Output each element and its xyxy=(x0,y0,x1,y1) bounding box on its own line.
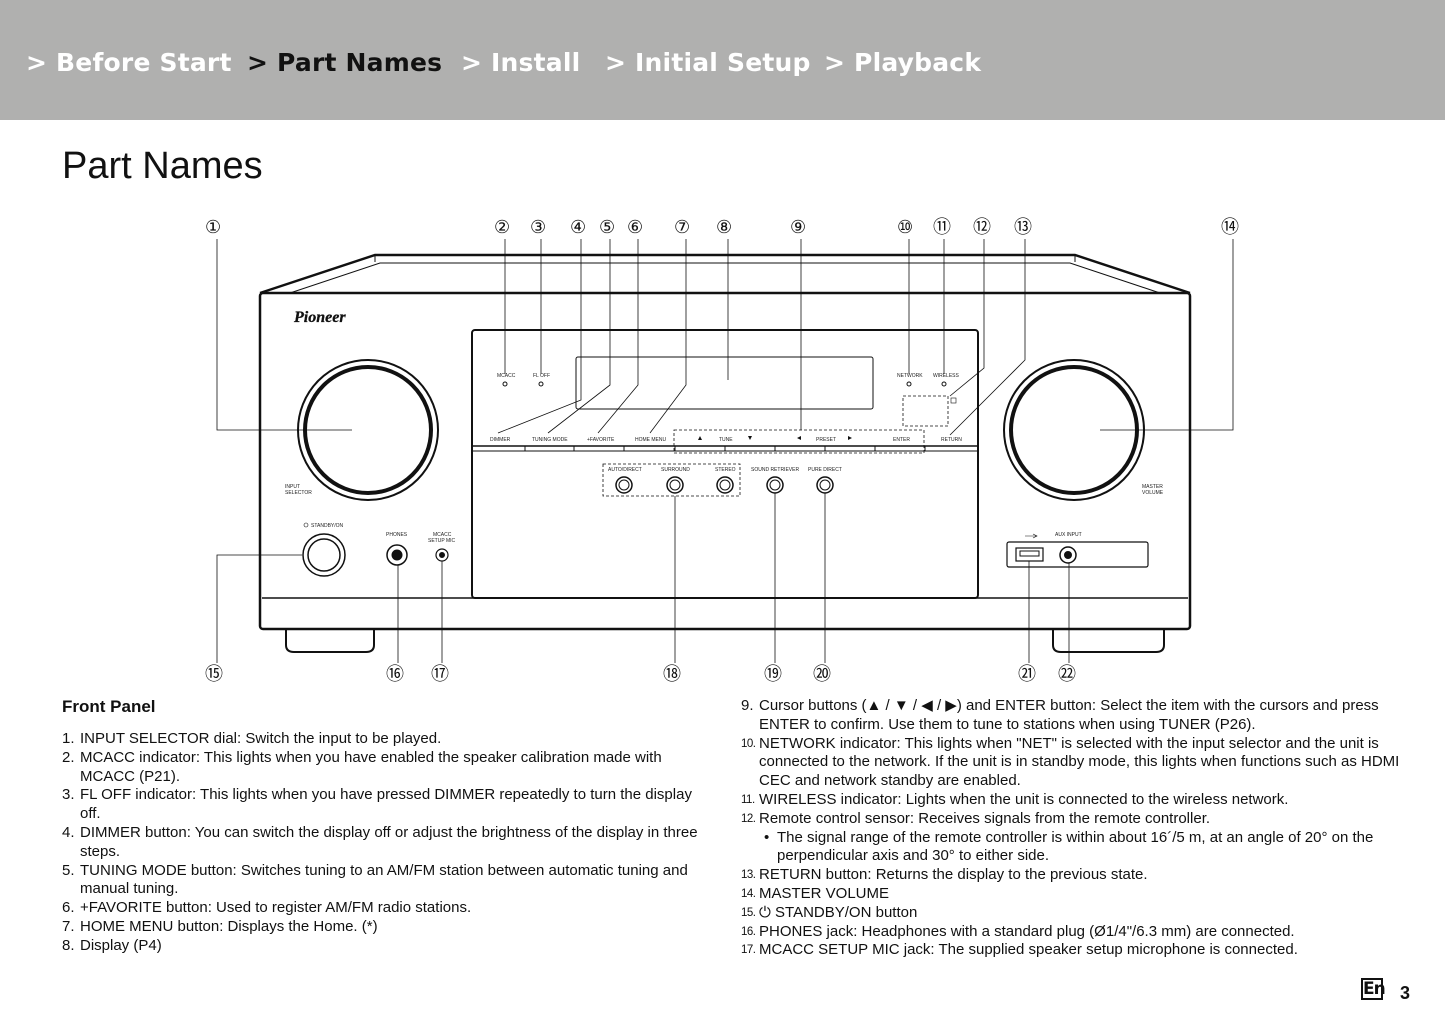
nav-playback[interactable]: > Playback xyxy=(824,48,982,77)
label-master-1: MASTER xyxy=(1142,484,1163,490)
callout-19: ⑲ xyxy=(764,664,782,684)
label-enter: ENTER xyxy=(893,437,910,443)
list-item: 15.⏻ STANDBY/ON button xyxy=(741,903,918,921)
list-item: 11.WIRELESS indicator: Lights when the u… xyxy=(741,790,1289,808)
label-auto-direct: AUTO/DIRECT xyxy=(608,467,642,473)
label-sound-retriever: SOUND RETRIEVER xyxy=(751,467,799,473)
leader-lines xyxy=(216,239,1234,663)
top-nav: > Before Start > Part Names > Install > … xyxy=(0,0,1445,120)
left-description-list: 1.INPUT SELECTOR dial: Switch the input … xyxy=(62,730,702,956)
page-number: 3 xyxy=(1400,983,1411,1003)
label-phones: PHONES xyxy=(386,532,408,538)
list-item: 16.PHONES jack: Headphones with a standa… xyxy=(741,922,1295,940)
nav-initial-setup[interactable]: > Initial Setup xyxy=(605,48,811,77)
list-item: 12.Remote control sensor: Receives signa… xyxy=(741,810,1401,866)
label-aux-input: AUX INPUT xyxy=(1055,532,1082,538)
callout-22: ㉒ xyxy=(1058,664,1076,684)
label-tune: TUNE xyxy=(719,437,733,443)
callout-16: ⑯ xyxy=(386,664,404,684)
callouts-bottom: ⑮ ⑯ ⑰ ⑱ ⑲ ⑳ ㉑ ㉒ xyxy=(205,664,1076,684)
label-home-menu: HOME MENU xyxy=(635,437,667,443)
callout-21: ㉑ xyxy=(1018,664,1036,684)
label-master-2: VOLUME xyxy=(1142,490,1164,496)
list-item: 7.HOME MENU button: Displays the Home. (… xyxy=(62,917,378,935)
receiver-chassis xyxy=(258,253,1192,653)
callout-5: ⑤ xyxy=(599,217,615,237)
list-item: 2.MCACC indicator: This lights when you … xyxy=(62,748,662,785)
label-mcacc: MCACC xyxy=(497,373,516,379)
power-icon xyxy=(303,522,309,528)
nav-before-start[interactable]: > Before Start xyxy=(26,48,232,77)
front-panel-heading: Front Panel xyxy=(62,697,156,716)
list-item: 13.RETURN button: Returns the display to… xyxy=(741,866,1148,884)
callout-2: ② xyxy=(494,217,510,237)
label-tuning-mode: TUNING MODE xyxy=(532,437,568,443)
callout-14: ⑭ xyxy=(1221,217,1239,237)
callout-7: ⑦ xyxy=(674,217,690,237)
callout-11: ⑪ xyxy=(933,217,951,237)
label-input-2: SELECTOR xyxy=(285,490,312,496)
callout-20: ⑳ xyxy=(813,664,831,684)
callout-4: ④ xyxy=(570,217,586,237)
label-mcacc-mic-2: SETUP MIC xyxy=(428,538,456,544)
label-surround: SURROUND xyxy=(661,467,690,473)
list-item: 17.MCACC SETUP MIC jack: The supplied sp… xyxy=(741,941,1298,959)
callout-9: ⑨ xyxy=(790,217,806,237)
callout-3: ③ xyxy=(530,217,546,237)
usb-icon xyxy=(1025,533,1038,539)
label-fl-off: FL OFF xyxy=(533,373,550,379)
label-wireless: WIRELESS xyxy=(933,373,960,379)
label-stereo: STEREO xyxy=(715,467,736,473)
brand-logo: Pioneer xyxy=(293,309,346,326)
label-standby-on: STANDBY/ON xyxy=(311,523,344,529)
list-item: 1.INPUT SELECTOR dial: Switch the input … xyxy=(62,730,442,747)
label-return: RETURN xyxy=(941,437,962,443)
list-item: 6.+FAVORITE button: Used to register AM/… xyxy=(62,899,472,917)
callout-8: ⑧ xyxy=(716,217,732,237)
label-input-1: INPUT xyxy=(285,484,300,490)
remote-sensor-icon xyxy=(950,397,957,404)
callout-10: ⑩ xyxy=(897,217,913,237)
label-pure-direct: PURE DIRECT xyxy=(808,467,842,473)
page-title: Part Names xyxy=(62,145,263,187)
label-preset: PRESET xyxy=(816,437,836,443)
callout-17: ⑰ xyxy=(431,664,449,684)
list-item: 14.MASTER VOLUME xyxy=(741,884,890,902)
callout-12: ⑫ xyxy=(973,217,991,237)
panel-labels: MCACC FL OFF NETWORK WIRELESS DIMMER TUN… xyxy=(285,373,1164,544)
callout-1: ① xyxy=(205,217,221,237)
list-item: 8.Display (P4) xyxy=(62,936,162,954)
callout-18: ⑱ xyxy=(663,664,681,684)
front-panel-diagram: ① ② ③ ④ ⑤ ⑥ ⑦ ⑧ ⑨ ⑩ ⑪ ⑫ ⑬ ⑭ ⑮ ⑯ ⑰ ⑱ ⑲ ⑳ … xyxy=(205,217,1239,684)
list-item: 3.FL OFF indicator: This lights when you… xyxy=(62,786,692,823)
label-dimmer: DIMMER xyxy=(490,437,511,443)
nav-part-names[interactable]: > Part Names xyxy=(247,48,443,77)
sub-note: The signal range of the remote controlle… xyxy=(759,829,1401,867)
callouts-top: ① ② ③ ④ ⑤ ⑥ ⑦ ⑧ ⑨ ⑩ ⑪ ⑫ ⑬ ⑭ xyxy=(205,217,1239,237)
nav-install[interactable]: > Install xyxy=(461,48,581,77)
language-badge: En xyxy=(1361,978,1386,1000)
label-mcacc-mic-1: MCACC xyxy=(433,532,452,538)
callout-15: ⑮ xyxy=(205,664,223,684)
callout-13: ⑬ xyxy=(1014,217,1032,237)
list-item: 5.TUNING MODE button: Switches tuning to… xyxy=(62,861,688,898)
label-network: NETWORK xyxy=(897,373,923,379)
label-favorite: +FAVORITE xyxy=(587,437,615,443)
list-item: 4.DIMMER button: You can switch the disp… xyxy=(62,823,698,860)
list-item: 10.NETWORK indicator: This lights when "… xyxy=(741,734,1400,790)
right-description-list: 9.Cursor buttons (▲ / ▼ / ◀ / ▶) and ENT… xyxy=(741,697,1401,960)
list-item: 9.Cursor buttons (▲ / ▼ / ◀ / ▶) and ENT… xyxy=(741,697,1379,733)
callout-6: ⑥ xyxy=(627,217,643,237)
